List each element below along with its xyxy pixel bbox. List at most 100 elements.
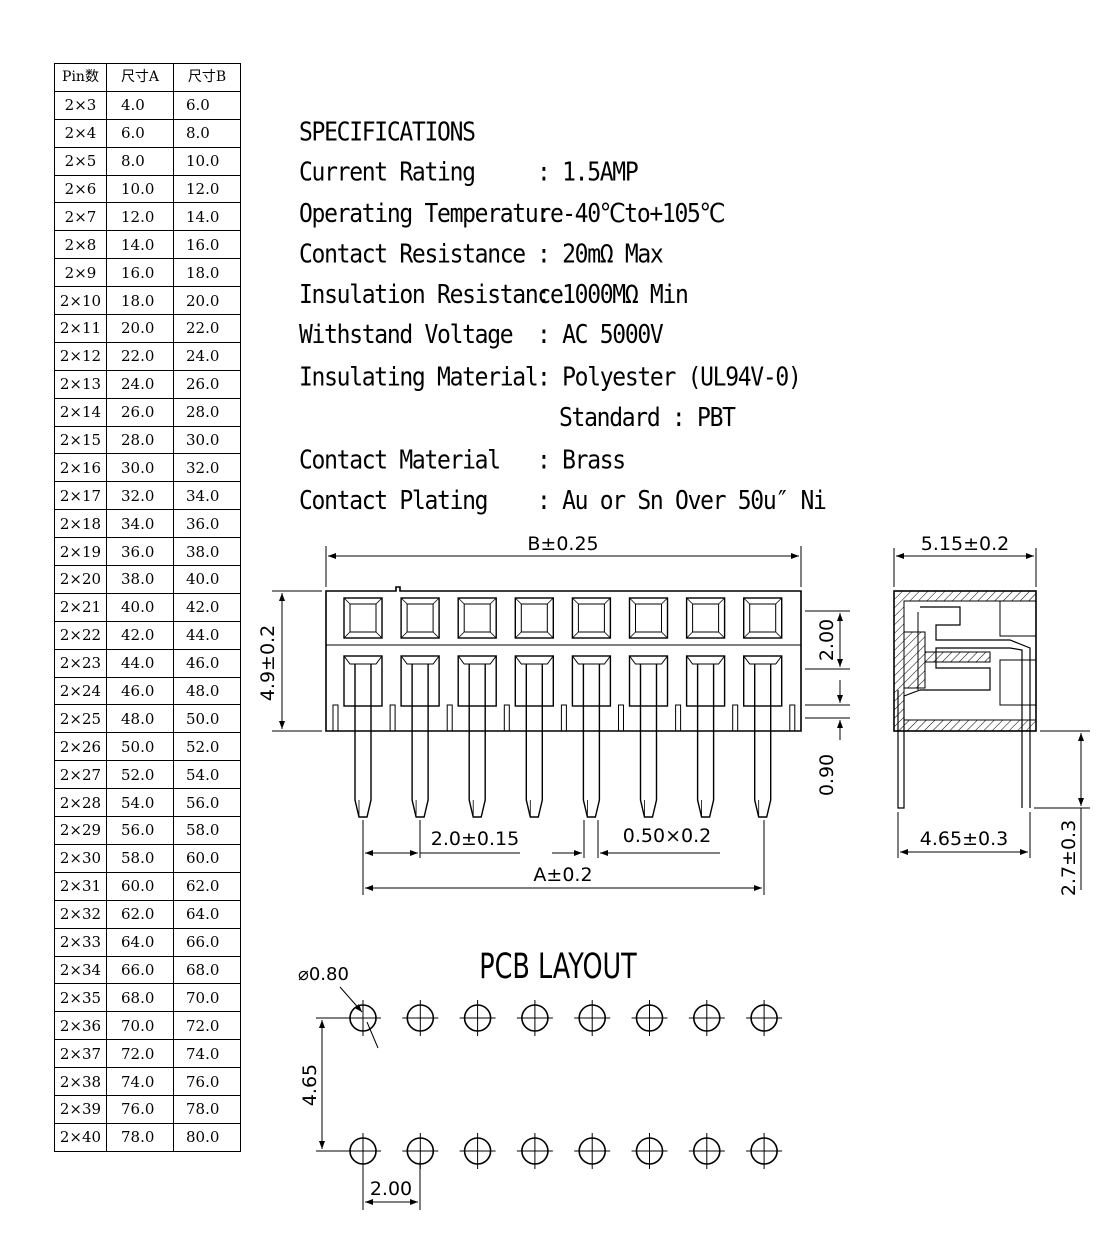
pin-table-cell: 2×22 — [54, 620, 107, 650]
pin-table-cell: 40.0 — [173, 565, 241, 594]
upper-contact-window — [685, 597, 726, 639]
spec-value: : AC 5000V — [537, 320, 664, 350]
dim-height-label: 4.9±0.2 — [257, 625, 279, 701]
pin-table-cell: 50.0 — [173, 704, 241, 734]
pin-table-cell: 26.0 — [173, 369, 241, 399]
pin-table-cell: 6.0 — [173, 90, 241, 120]
pin-table-cell: 64.0 — [106, 927, 174, 957]
lower-contact-window — [628, 655, 669, 707]
pin-table-cell: 10.0 — [106, 174, 174, 204]
pin-table-cell: 24.0 — [173, 341, 241, 371]
spec-label: Contact Material — [299, 446, 501, 476]
contact-pin — [639, 664, 658, 818]
spec-label: Contact Plating — [299, 486, 489, 516]
upper-contact-window — [743, 597, 783, 639]
pin-table-cell: 52.0 — [106, 760, 174, 790]
pin-table-cell: 2×20 — [54, 565, 107, 594]
upper-contact-window — [400, 597, 440, 639]
upper-window-inner — [349, 603, 377, 633]
pin-table-cell: 70.0 — [173, 983, 241, 1013]
pin-table-cell: 2×27 — [54, 760, 107, 790]
pin-table-header-cell: Pin数 — [54, 63, 107, 92]
pin-table-cell: 18.0 — [173, 258, 241, 288]
lower-contact-window — [457, 655, 497, 707]
upper-window-inner — [463, 603, 491, 633]
lower-contact-window — [343, 655, 383, 707]
pin-table-cell: 2×4 — [54, 118, 107, 148]
pin-table-cell: 80.0 — [173, 1122, 241, 1152]
pin-table-cell: 2×28 — [54, 788, 107, 818]
dim-b-label: B±0.25 — [527, 533, 598, 555]
pin-table-cell: 34.0 — [173, 481, 241, 511]
contact-pin — [754, 664, 772, 818]
upper-contact-window — [343, 597, 383, 639]
lower-contact-window — [743, 655, 783, 707]
pin-table-cell: 2×25 — [54, 704, 107, 734]
spec-label: Contact Resistance — [299, 240, 526, 270]
dim-200-label: 2.00 — [816, 619, 838, 661]
pin-table-cell: 66.0 — [173, 927, 241, 957]
pin-table-cell: 8.0 — [106, 146, 174, 176]
pin-table-cell: 14.0 — [106, 230, 174, 260]
pin-table-cell: 12.0 — [106, 202, 174, 232]
row-spacing-label: 4.65 — [299, 1064, 321, 1106]
spec-value: Standard : PBT — [559, 403, 736, 433]
pin-table-cell: 60.0 — [173, 843, 241, 873]
dim-a-label: A±0.2 — [533, 864, 592, 886]
pin-table-cell: 2×10 — [54, 286, 107, 316]
pin-table-cell: 2×12 — [54, 341, 107, 371]
spec-label: Insulation Resistance — [299, 280, 564, 310]
spec-value: : Au or Sn Over 50u″ Ni — [537, 486, 827, 516]
upper-window-inner — [406, 603, 434, 633]
pin-table-cell: 2×16 — [54, 453, 107, 483]
spec-value: : 20mΩ Max — [537, 240, 664, 270]
pin-table-cell: 54.0 — [106, 788, 174, 818]
upper-window-inner — [577, 603, 605, 633]
pin-table-cell: 20.0 — [106, 314, 174, 343]
upper-window-inner — [520, 603, 548, 633]
pin-table-cell: 2×37 — [54, 1039, 107, 1069]
pin-table-cell: 66.0 — [106, 955, 174, 985]
pin-table-cell: 2×36 — [54, 1011, 107, 1041]
pin-table-cell: 20.0 — [173, 286, 241, 316]
lower-contact-window — [514, 655, 554, 707]
pin-table-cell: 72.0 — [106, 1039, 174, 1069]
pin-table-cell: 2×24 — [54, 676, 107, 706]
pin-table-cell: 10.0 — [173, 146, 241, 176]
pin-table-cell: 6.0 — [106, 118, 174, 148]
pin-table-cell: 44.0 — [173, 620, 241, 650]
pin-table-cell: 76.0 — [106, 1094, 174, 1124]
spec-label: Insulating Material — [299, 363, 539, 393]
spec-value: : 1000MΩ Min — [537, 280, 689, 310]
pcb-pitch-label: 2.00 — [370, 1178, 412, 1200]
spec-value: : Brass — [537, 446, 626, 476]
pin-table-cell: 36.0 — [173, 509, 241, 539]
side-view: 5.15±0.2 4.65±0.3 2.7±0.3 — [893, 533, 1090, 896]
dim-side-top-label: 5.15±0.2 — [921, 533, 1009, 555]
pin-table-cell: 44.0 — [106, 648, 174, 678]
contact-pin — [411, 664, 429, 818]
spec-label: Withstand Voltage — [299, 320, 514, 350]
dim-090-label: 0.90 — [816, 754, 838, 796]
pin-table-cell: 72.0 — [173, 1011, 241, 1041]
